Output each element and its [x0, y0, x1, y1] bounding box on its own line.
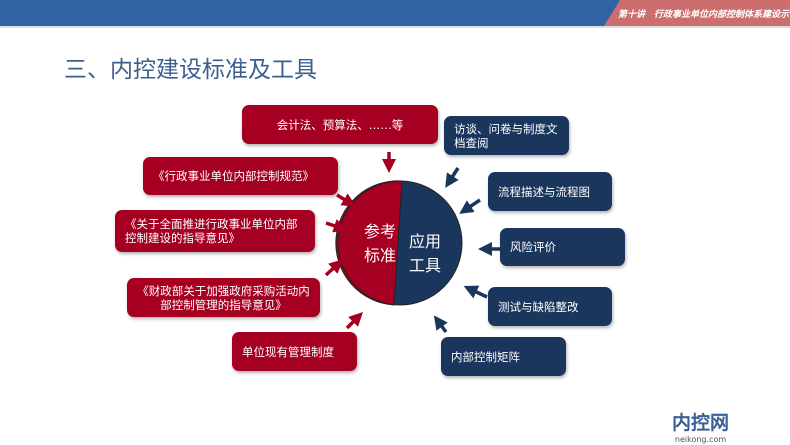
logo-name: 内控网 — [672, 412, 730, 434]
reference-box-guidance: 《关于全面推进行政事业单位内部控制建设的指导意见》 — [115, 210, 315, 252]
reference-box-existing-rules: 单位现有管理制度 — [232, 332, 357, 371]
logo: 内控网 neikong.com — [672, 408, 729, 444]
tool-box-risk: 风险评价 — [500, 228, 625, 266]
tool-box-testing: 测试与缺陷整改 — [488, 287, 612, 326]
page-title: 三、内控建设标准及工具 — [64, 57, 317, 83]
reference-box-laws: 会计法、预算法、……等 — [242, 105, 438, 144]
tool-box-interview: 访谈、问卷与制度文档查阅 — [444, 116, 569, 155]
logo-url: neikong.com — [674, 435, 727, 444]
tools-label: 应用工具 — [408, 232, 441, 275]
tool-box-flowchart: 流程描述与流程图 — [488, 172, 612, 211]
reference-arrows — [324, 152, 396, 330]
reference-label: 参考标准 — [363, 222, 396, 265]
header-tag — [604, 0, 790, 26]
reference-box-norms: 《行政事业单位内部控制规范》 — [143, 157, 338, 195]
tool-box-matrix: 内部控制矩阵 — [441, 337, 566, 376]
tool-arrows — [433, 167, 500, 334]
reference-box-procurement: 《财政部关于加强政府采购活动内部控制管理的指导意见》 — [127, 278, 320, 317]
lecture-title: 第十讲 行政事业单位内部控制体系建设示例 — [618, 10, 790, 20]
header-divider — [0, 26, 790, 28]
circle-reference-half — [335, 180, 403, 306]
header-bar — [0, 0, 620, 26]
